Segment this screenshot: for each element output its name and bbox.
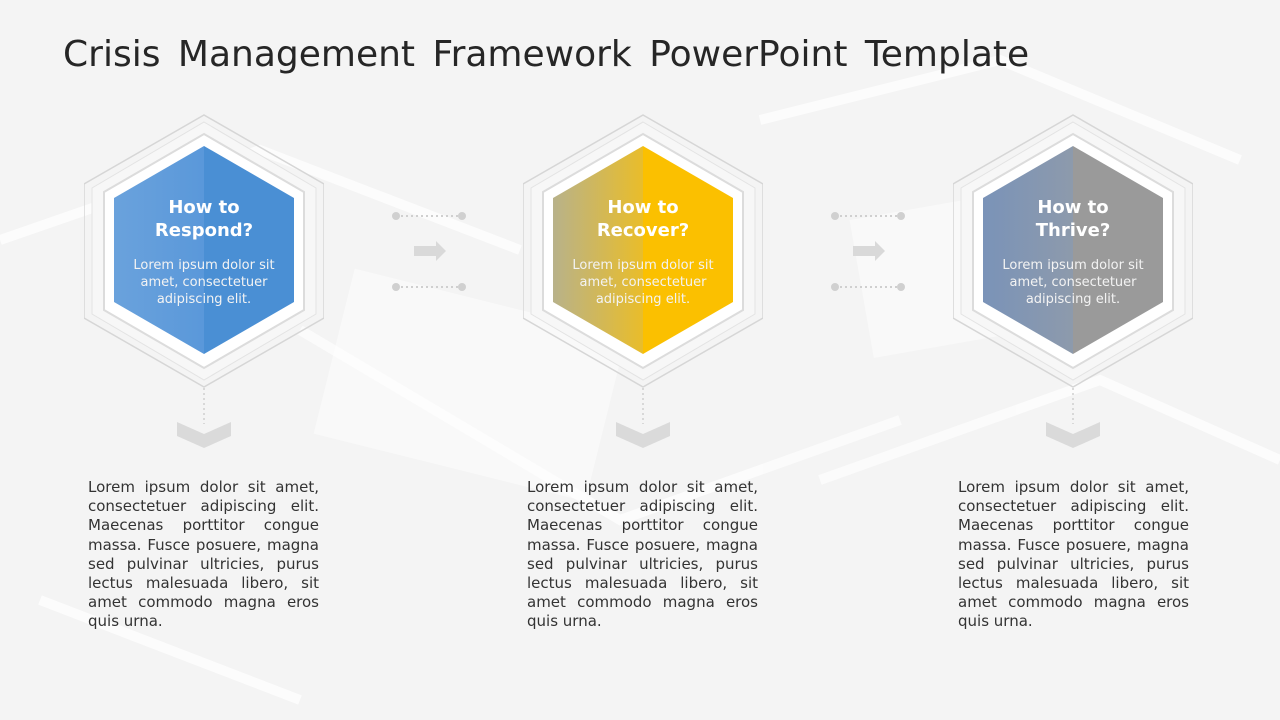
step-subtitle: Lorem ipsum dolor sit amet, consectetuer… [1002,258,1144,307]
step-title: How to Recover? [559,196,727,242]
step-title-line1: How to [1037,197,1109,218]
step-title-line2: Thrive? [1035,220,1111,241]
step-title: How to Thrive? [989,196,1157,242]
hexagon-recover [523,114,763,448]
step-title: How to Respond? [120,196,288,242]
hexagon-thrive [953,114,1193,448]
step-card-recover: How to Recover? Lorem ipsum dolor sit am… [523,112,763,452]
step-title-line2: Respond? [154,220,254,241]
step-card-thrive: How to Thrive? Lorem ipsum dolor sit ame… [953,112,1193,452]
step-title-line1: How to [607,197,679,218]
step-description: Lorem ipsum dolor sit amet, consectetuer… [88,478,319,631]
hexagon-respond [84,114,324,448]
step-description: Lorem ipsum dolor sit amet, consectetuer… [527,478,758,631]
step-description: Lorem ipsum dolor sit amet, consectetuer… [958,478,1189,631]
connector-arrow [831,212,905,291]
connector-arrow [392,212,466,291]
step-title-line1: How to [168,197,240,218]
page-title: Crisis Management Framework PowerPoint T… [63,34,1030,75]
step-subtitle: Lorem ipsum dolor sit amet, consectetuer… [133,258,275,307]
step-title-line2: Recover? [596,220,690,241]
step-card-respond: How to Respond? Lorem ipsum dolor sit am… [84,112,324,452]
step-subtitle: Lorem ipsum dolor sit amet, consectetuer… [572,258,714,307]
